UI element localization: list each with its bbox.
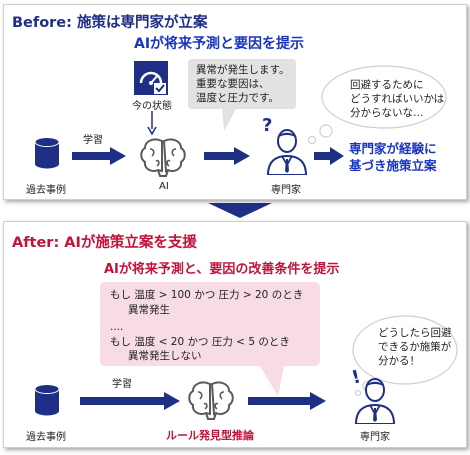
before-ai-label: AI — [159, 181, 169, 192]
ai-bubble-text: 異常が発生します。 重要な要因は、 温度と圧力です。 — [196, 64, 290, 104]
after-learning-arrow — [80, 392, 180, 410]
expert-to-result-arrow — [314, 147, 344, 165]
rule-speech-bubble — [100, 282, 320, 396]
after-panel: After: AIが施策立案を支援 AIが将来予測と、要因の改善条件を提示 もし… — [3, 221, 467, 448]
before-panel: Before: 施策は専門家が立案 AIが将来予測と要因を提示 今の状態 異常が… — [3, 4, 467, 200]
after-brain-icon — [188, 381, 234, 420]
before-subtitle: AIが将来予測と要因を提示 — [134, 36, 305, 52]
ai-speech-bubble — [188, 59, 296, 131]
before-title: Before: 施策は専門家が立案 — [12, 15, 208, 31]
after-title: After: AIが施策立案を支援 — [12, 235, 197, 251]
after-expert-icon — [354, 378, 396, 424]
before-learning-label: 学習 — [83, 135, 103, 146]
before-thought-text: 回避するために どうすればいいかは 分からないな… — [350, 79, 445, 119]
learning-arrow — [72, 147, 126, 165]
status-label: 今の状態 — [132, 101, 172, 112]
expert-thought-bubble — [307, 65, 447, 145]
expert-person-icon — [266, 129, 308, 175]
method-label: ルール発見型推論 — [166, 429, 254, 442]
before-past-cases-label: 過去事例 — [26, 185, 66, 196]
database-icon — [34, 137, 60, 169]
after-learning-label: 学習 — [112, 379, 132, 390]
status-to-ai-arrow — [147, 111, 157, 135]
before-expert-label: 専門家 — [271, 185, 301, 196]
after-database-icon — [34, 384, 60, 416]
brain-ai-icon — [140, 138, 186, 177]
rule-text: もし 温度 > 100 かつ 圧力 > 20 のとき 異常発生 .... もし … — [110, 289, 304, 362]
after-past-cases-label: 過去事例 — [26, 432, 66, 443]
gauge-status-icon — [134, 61, 168, 95]
question-mark: ? — [262, 115, 273, 136]
after-ai-to-expert-arrow — [248, 392, 326, 410]
transition-arrow — [208, 203, 272, 218]
ai-to-expert-arrow — [204, 147, 250, 165]
before-result-text: 専門家が経験に 基づき施策立案 — [349, 141, 437, 173]
after-subtitle: AIが将来予測と、要因の改善条件を提示 — [104, 262, 340, 277]
after-thought-text: どうしたら回避 できるか施策が 分かる！ — [378, 327, 452, 367]
after-expert-label: 専門家 — [360, 432, 390, 443]
